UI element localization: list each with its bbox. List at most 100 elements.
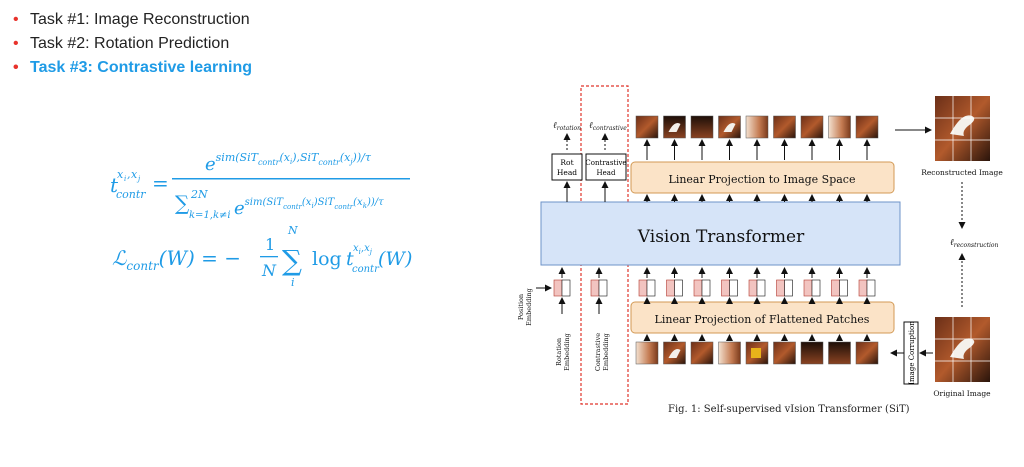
contrastive-embedding-label-2: Embedding (602, 333, 610, 371)
eq-sum: ∑ (175, 191, 190, 215)
embedding-token (553, 279, 563, 297)
loss-rotation-label: ℓrotation (553, 121, 581, 132)
patch-token (866, 279, 876, 297)
patch-token (674, 279, 683, 297)
bullet-dot: • (13, 11, 19, 28)
input-patch (718, 341, 741, 365)
patch-token (803, 279, 813, 297)
patch-token (831, 279, 840, 297)
rotation-embedding-label: Rotation (555, 338, 563, 366)
patch-token (811, 279, 821, 297)
patch-token (858, 279, 868, 297)
reconstructed-image (935, 96, 990, 161)
output-patch (745, 115, 769, 139)
reconstructed-image-label: Reconstructed Image (921, 168, 1003, 177)
eq-t-sup: x (117, 168, 124, 181)
output-patch (635, 115, 659, 139)
eq-loss: ℒcontr(W) = − (112, 246, 241, 273)
rot-head-label-2: Head (557, 168, 577, 177)
linear-projection-patches-label: Linear Projection of Flattened Patches (655, 313, 870, 326)
patch-token (748, 279, 758, 297)
eq-fraction-line (172, 178, 410, 180)
task-item-3: • Task #3: Contrastive learning (10, 56, 252, 80)
patch-token (693, 279, 703, 297)
output-patch-detail (723, 123, 736, 132)
input-patch (690, 341, 714, 365)
figure-caption: Fig. 1: Self-supervised vIsion Transform… (668, 404, 910, 415)
contrastive-embedding-label: Contrastive (594, 333, 602, 371)
input-patch (773, 341, 796, 365)
original-image-label: Original Image (933, 389, 991, 398)
input-patch (855, 341, 879, 365)
task-label: Task #3: Contrastive learning (30, 59, 252, 76)
svg-text:t: t (346, 248, 354, 270)
embedding-token (598, 279, 608, 297)
svg-text:1: 1 (265, 235, 275, 254)
vision-transformer-label: Vision Transformer (637, 227, 805, 247)
loss-contrastive-label: ℓcontrastive (589, 121, 627, 132)
eq-denominator: esim(SiTcontr(xi)SiTcontr(xk))/τ (234, 197, 384, 219)
vision-transformer-box (540, 201, 901, 266)
contrastive-equations: t x i , x j contr = esim(SiTcontr(xi),Si… (110, 151, 412, 289)
input-patch (635, 341, 659, 365)
sit-architecture-diagram: ℓrotation ℓcontrastive Rot Head Contrast… (517, 85, 1003, 405)
rot-head-box (551, 153, 583, 181)
linear-projection-patches-box (630, 301, 895, 334)
svg-text:i: i (291, 276, 295, 289)
eq-t-base: t (110, 173, 119, 197)
input-patch-detail (668, 349, 681, 358)
eq-t-sup-i: i (124, 175, 126, 183)
patch-token (784, 279, 793, 297)
svg-text:=: = (152, 171, 169, 195)
svg-text:2N: 2N (190, 188, 208, 201)
patch-token (756, 279, 766, 297)
patch-token (721, 279, 730, 297)
svg-text:N: N (261, 261, 277, 280)
patch-token (666, 279, 675, 297)
original-image (935, 317, 990, 382)
patch-token (638, 279, 648, 297)
patch-token (729, 279, 738, 297)
svg-text:log: log (312, 248, 342, 270)
eq-t-sub: contr (116, 188, 146, 201)
task-list: • Task #1: Image Reconstruction • Task #2:… (10, 8, 252, 80)
svg-text:contr: contr (352, 264, 380, 275)
svg-text:xi,xj: xi,xj (353, 243, 373, 256)
rotation-embedding-label-2: Embedding (563, 333, 571, 371)
eq-t-sup-j-sub: j (136, 175, 141, 183)
patch-token (646, 279, 656, 297)
output-patch (800, 115, 824, 139)
corrupted-patch-detail (751, 348, 761, 358)
bullet-dot: • (13, 59, 19, 76)
image-corruption-label: Image Corruption (908, 321, 916, 385)
output-patch-detail (668, 123, 681, 132)
eq-loss-sum: ∑ (282, 244, 302, 277)
linear-projection-image-box (630, 161, 895, 194)
task-item-2: • Task #2: Rotation Prediction (10, 32, 252, 56)
position-embedding-label: Position (517, 294, 525, 320)
svg-text:,: , (127, 168, 131, 181)
contrastive-head-label: Contrastive (585, 159, 626, 167)
task-label: Task #1: Image Reconstruction (30, 11, 250, 28)
eq-t-sup-j: x (131, 168, 138, 181)
output-patch (855, 115, 879, 139)
embedding-token (590, 279, 600, 297)
linear-projection-image-label: Linear Projection to Image Space (669, 173, 856, 186)
patch-token (701, 279, 711, 297)
svg-text:k=1,k≠i: k=1,k≠i (189, 210, 231, 221)
output-patch (828, 115, 851, 139)
contrastive-head-label-2: Head (597, 169, 616, 177)
position-embedding-label-2: Embedding (525, 288, 533, 326)
eq-numerator: esim(SiTcontr(xi),SiTcontr(xj))/τ (205, 151, 372, 175)
input-patch (828, 341, 851, 365)
embedding-token (561, 279, 571, 297)
loss-reconstruction-label: ℓreconstruction (950, 238, 999, 249)
bullet-dot: • (13, 35, 19, 52)
svg-text:(W): (W) (378, 248, 412, 270)
task-label: Task #2: Rotation Prediction (30, 35, 230, 52)
task-item-1: • Task #1: Image Reconstruction (10, 8, 252, 32)
contrastive-head-box (585, 153, 627, 181)
output-patch (690, 115, 714, 139)
input-patch (800, 341, 824, 365)
rot-head-label: Rot (560, 158, 573, 167)
